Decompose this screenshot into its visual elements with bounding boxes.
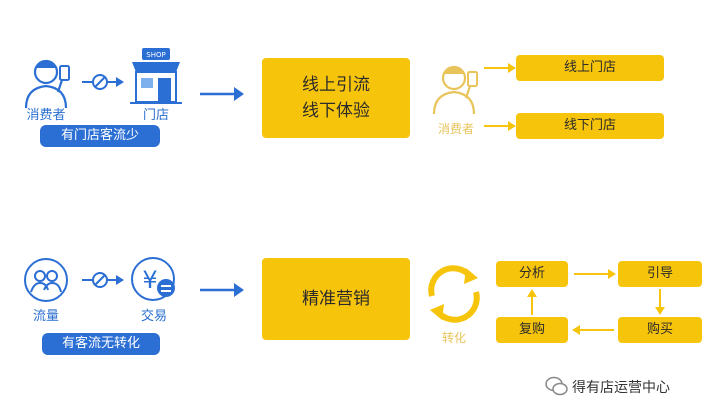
consumer-icon xyxy=(24,59,70,109)
step-buy: 购买 xyxy=(618,317,702,343)
arrow-right-icon xyxy=(200,283,244,297)
problem-pill-store: 有门店客流少 xyxy=(40,125,160,147)
traffic-icon xyxy=(24,258,68,302)
consumer-gold-icon xyxy=(432,65,478,115)
solution-box-online-offline: 线上引流 线下体验 xyxy=(262,58,410,138)
problem-pill-traffic: 有客流无转化 xyxy=(42,333,160,355)
arrow-right-icon xyxy=(200,87,244,101)
arrow-down-icon xyxy=(655,289,665,315)
consumer-gold-label: 消费者 xyxy=(437,122,474,136)
target-offline-store: 线下门店 xyxy=(516,113,664,139)
store-label: 门店 xyxy=(142,108,169,123)
watermark-text: 得有店运营中心 xyxy=(572,380,670,396)
step-arrows-icon xyxy=(572,269,616,335)
store-icon: SHOP xyxy=(130,48,182,104)
solution-line-2: 线下体验 xyxy=(302,101,370,121)
shop-sign-text: SHOP xyxy=(146,51,165,59)
step-analyze: 分析 xyxy=(496,261,568,287)
branch-arrows-icon xyxy=(484,63,516,131)
no-flow-connector-icon xyxy=(82,74,124,90)
trade-coin-icon: ¥ xyxy=(131,257,175,301)
step-rebuy: 复购 xyxy=(496,317,568,343)
target-online-store: 线上门店 xyxy=(516,55,664,81)
wechat-icon xyxy=(545,376,568,396)
svg-text:¥: ¥ xyxy=(142,266,157,294)
consumer-label: 消费者 xyxy=(26,108,66,123)
traffic-label: 流量 xyxy=(32,309,59,324)
no-flow-connector-icon xyxy=(82,272,124,288)
cycle-icon xyxy=(428,265,480,323)
step-guide: 引导 xyxy=(618,261,702,287)
arrow-up-icon xyxy=(527,289,537,315)
trade-label: 交易 xyxy=(140,309,167,324)
solution-line-1: 线上引流 xyxy=(302,75,370,95)
solution-box-precision-marketing: 精准营销 xyxy=(262,258,410,340)
cycle-label: 转化 xyxy=(441,331,466,345)
